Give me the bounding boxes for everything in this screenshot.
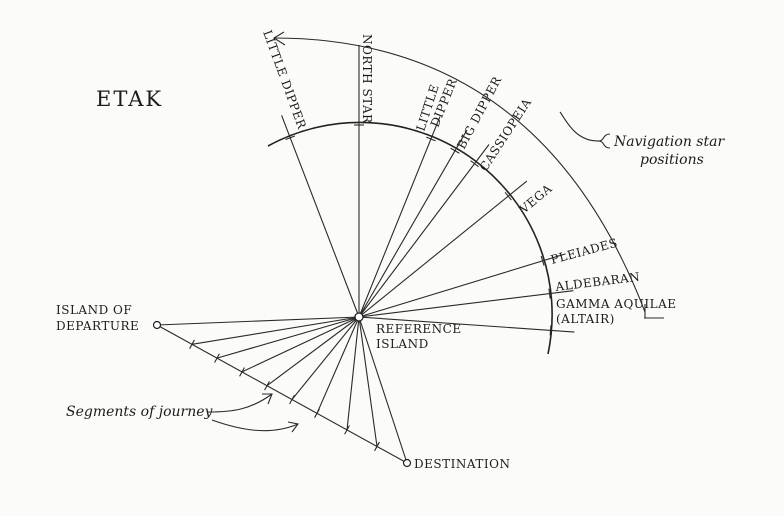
arc-tick-big-dipper bbox=[450, 147, 460, 154]
segment-tick-7 bbox=[344, 425, 350, 435]
star-bearing-rays bbox=[281, 45, 575, 336]
segment-tick-1 bbox=[189, 339, 195, 349]
reference-label-line1: REFERENCE bbox=[376, 322, 462, 336]
arc-tick-cassiopeia bbox=[470, 160, 479, 168]
star-ray-big-dipper bbox=[358, 129, 468, 318]
segment-tick-5 bbox=[289, 394, 295, 405]
segment-ray-2 bbox=[216, 316, 360, 359]
star-label-north-star: NORTH STAR bbox=[360, 34, 374, 124]
destination-label: DESTINATION bbox=[414, 457, 510, 471]
star-compass-arc bbox=[267, 121, 553, 355]
arc-tick-gamma-aquilae bbox=[549, 325, 552, 336]
star-positions-note-line1: Navigation star bbox=[613, 134, 725, 150]
segment-ray-8 bbox=[358, 316, 378, 447]
star-label-little-dipper-west: LITTLE DIPPER bbox=[260, 28, 309, 131]
reference-island-marker bbox=[354, 312, 364, 322]
segment-ray-4 bbox=[266, 316, 360, 387]
segment-ray-5 bbox=[291, 316, 360, 400]
curly-brace-icon bbox=[596, 133, 611, 149]
segment-ray-6 bbox=[316, 316, 360, 414]
diagram-title: ETAK bbox=[96, 87, 163, 111]
segment-ray-7 bbox=[346, 316, 360, 430]
arc-tick-little-dipper-east bbox=[426, 136, 436, 142]
reference-label-line2: ISLAND bbox=[376, 337, 429, 351]
departure-reference-line bbox=[156, 316, 360, 326]
segment-tick-4 bbox=[264, 381, 270, 391]
arc-tick-vega bbox=[504, 191, 512, 201]
segments-arrow-upper bbox=[207, 393, 273, 413]
segment-tick-6 bbox=[314, 408, 320, 418]
segment-tick-3 bbox=[239, 367, 245, 377]
arc-tick-pleiades bbox=[540, 255, 545, 266]
segment-ray-3 bbox=[241, 316, 360, 373]
star-ray-little-dipper-east bbox=[358, 116, 441, 318]
segment-tick-8 bbox=[374, 441, 380, 452]
star-ray-pleiades bbox=[358, 253, 566, 318]
destination-ray bbox=[358, 316, 408, 464]
segments-note: Segments of journey bbox=[66, 404, 214, 420]
star-label-aldebaran: ALDEBARAN bbox=[554, 270, 641, 294]
brace-pointer-line bbox=[559, 111, 599, 142]
journey-segment-ticks bbox=[189, 339, 380, 452]
segment-ray-1 bbox=[191, 316, 360, 345]
star-ray-gamma-aquilae bbox=[358, 316, 575, 333]
star-ray-aldebaran bbox=[358, 290, 574, 318]
arrowhead-icon bbox=[272, 31, 286, 46]
star-ray-cassiopeia bbox=[358, 144, 490, 318]
star-label-vega: VEGA bbox=[516, 181, 555, 217]
arc-tick-little-dipper-west bbox=[285, 135, 296, 141]
destination-marker bbox=[402, 458, 412, 468]
star-positions-bracket-arc bbox=[273, 37, 646, 313]
journey-line bbox=[156, 324, 408, 464]
star-ray-vega bbox=[358, 180, 528, 318]
segment-tick-2 bbox=[214, 353, 220, 363]
departure-label-line2: DEPARTURE bbox=[56, 319, 139, 333]
star-label-gamma-aquilae: GAMMA AQUILAE bbox=[556, 297, 677, 311]
star-label-altair: (ALTAIR) bbox=[556, 312, 615, 326]
arc-tick-aldebaran bbox=[548, 288, 551, 299]
star-ray-little-dipper-west bbox=[281, 115, 360, 318]
segments-arrow-lower bbox=[211, 419, 299, 432]
departure-island-marker bbox=[152, 320, 162, 330]
arrowhead-lower-icon bbox=[287, 421, 299, 433]
star-label-pleiades: PLEIADES bbox=[549, 236, 619, 267]
star-positions-note-line2: positions bbox=[640, 152, 704, 168]
arrowhead-upper-icon bbox=[262, 393, 273, 405]
departure-label-line1: ISLAND OF bbox=[56, 303, 132, 317]
segment-bearing-rays bbox=[191, 316, 408, 464]
